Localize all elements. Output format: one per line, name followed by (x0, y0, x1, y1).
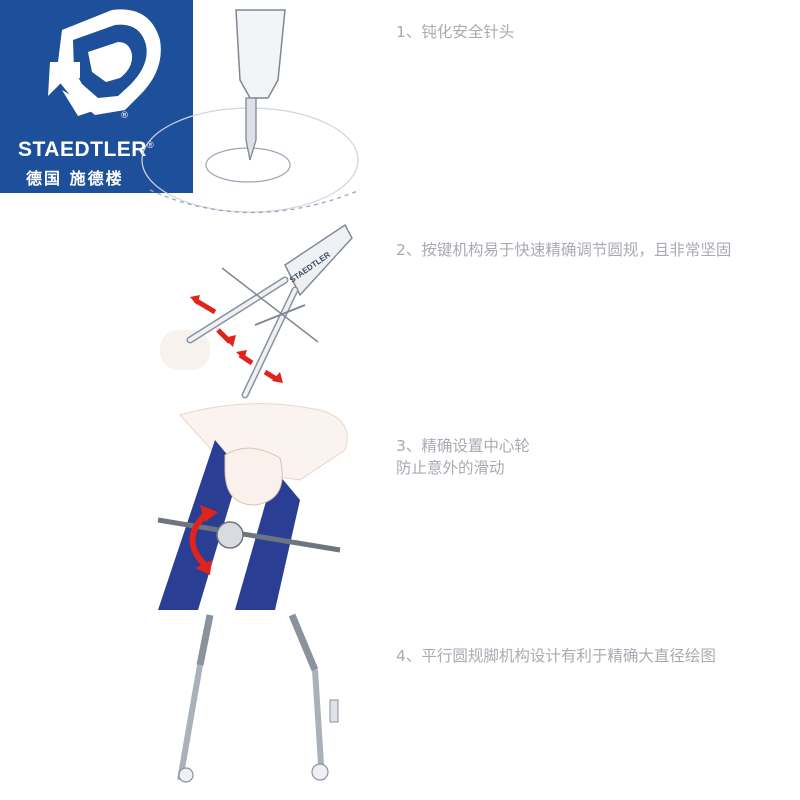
feature-2-caption: 2、按键机构易于快速精确调节圆规，且非常坚固 (396, 241, 732, 259)
svg-text:®: ® (120, 111, 129, 121)
parallel-legs-illustration (177, 613, 339, 783)
safety-needle-illustration (141, 9, 361, 214)
feature-4-caption: 4、平行圆规脚机构设计有利于精确大直径绘图 (396, 647, 716, 665)
brand-name: STAEDTLER® (18, 138, 155, 161)
brand-subtitle: 德国 施德楼 (26, 169, 124, 188)
feature-3-line-1: 3、精确设置中心轮 (396, 437, 530, 455)
center-wheel-illustration (157, 403, 348, 610)
feature-3-line-2: 防止意外的滑动 (396, 459, 505, 477)
staedtler-head-logo-icon: ® (48, 9, 161, 121)
staedtler-logo: ® STAEDTLER® 德国 施德楼 (0, 0, 193, 193)
feature-1-caption: 1、钝化安全针头 (396, 23, 515, 41)
feature-3-caption: 3、精确设置中心轮 防止意外的滑动 (396, 435, 530, 479)
quick-adjust-compass-illustration: STAEDTLER (160, 223, 353, 399)
